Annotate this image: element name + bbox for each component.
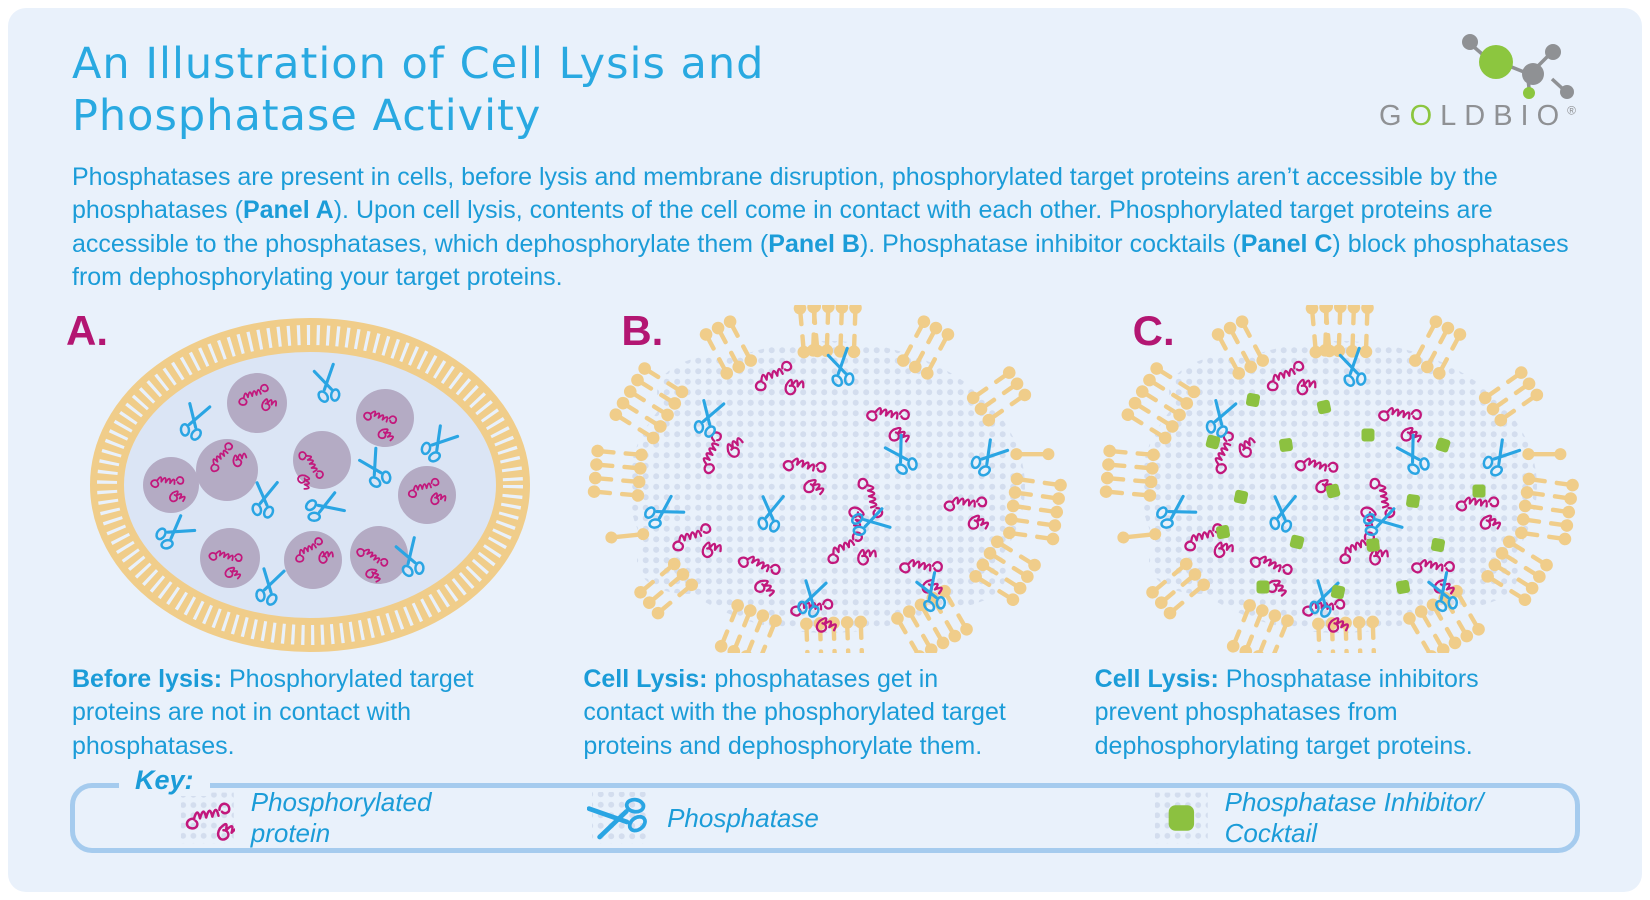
goldbio-logo: GOLDBIO® <box>1346 22 1576 133</box>
inhibited-cell-illustration <box>1099 304 1579 653</box>
title-line-2: Phosphatase Activity <box>72 91 542 142</box>
legend-label: Phosphorylated protein <box>250 787 432 849</box>
intro-paragraph: Phosphatases are present in cells, befor… <box>72 161 1572 295</box>
panel-a: A. <box>58 305 569 653</box>
molecule-dots-icon <box>1462 34 1574 99</box>
caption-c-lead: Cell Lysis: <box>1094 664 1219 693</box>
caption-a-lead: Before lysis: <box>72 664 223 693</box>
legend-item-phosphorylated-protein: Phosphorylated protein <box>180 787 512 849</box>
registered-mark: ® <box>1567 103 1576 118</box>
caption-a-text: Phosphorylated target proteins are not i… <box>72 664 474 760</box>
lysed-cell-illustration <box>588 304 1068 653</box>
caption-b-text: phosphatases get in contact with the pho… <box>583 664 1006 760</box>
logo-letters: LDBIO <box>1440 100 1568 132</box>
legend-item-phosphatase: Phosphatase <box>587 791 819 845</box>
captions-row: Before lysis: Phosphorylated target prot… <box>8 663 1642 764</box>
key-legend: Key: Phosphorylated protein Phosphatase … <box>70 765 1580 854</box>
legend-item-inhibitor: Phosphatase Inhibitor/ Cocktail <box>1154 787 1575 849</box>
phosphatase-scissors-icon <box>587 792 647 845</box>
logo-letter: G <box>1379 100 1410 132</box>
panel-c: C. <box>1081 304 1592 653</box>
logo-letter-green-o: O <box>1409 100 1441 132</box>
intro-text: Phosphatases are present in cells, befor… <box>72 162 1498 225</box>
panel-b: B. <box>569 304 1080 653</box>
caption-c-text: Phosphatase inhibitors prevent phosphata… <box>1094 664 1479 760</box>
legend-label: Phosphatase Inhibitor/ Cocktail <box>1224 787 1484 849</box>
legend-label: Phosphatase <box>667 802 819 833</box>
phosphorylated-protein-icon <box>180 792 235 844</box>
caption-panel-c: Cell Lysis: Phosphatase inhibitors preve… <box>1081 663 1592 764</box>
caption-panel-a: Before lysis: Phosphorylated target prot… <box>58 663 569 764</box>
infographic-page: An Illustration of Cell Lysis and Phosph… <box>8 8 1642 892</box>
caption-b-lead: Cell Lysis: <box>583 664 708 693</box>
intro-text: ). Upon cell lysis, contents of the cell… <box>72 196 1493 258</box>
intact-cell-illustration <box>90 317 530 652</box>
panel-a-label: A. <box>66 306 108 354</box>
page-title: An Illustration of Cell Lysis and Phosph… <box>8 8 1642 143</box>
panel-c-label: C. <box>1132 306 1175 354</box>
panel-b-label: B. <box>621 306 664 354</box>
caption-panel-b: Cell Lysis: phosphatases get in contact … <box>569 663 1080 764</box>
panel-a-ref: Panel A <box>242 196 334 225</box>
inhibitor-square-icon <box>1154 792 1208 844</box>
key-label: Key: <box>119 765 210 797</box>
goldbio-wordmark: GOLDBIO® <box>1346 100 1576 133</box>
title-line-1: An Illustration of Cell Lysis and <box>72 39 765 89</box>
intro-text: ). Phosphatase inhibitor cocktails ( <box>859 229 1241 258</box>
panels-row: A. B. C. <box>8 304 1642 653</box>
panel-c-ref: Panel C <box>1240 229 1333 258</box>
intro-text: ) block phosphatases from dephosphorylat… <box>72 229 1569 292</box>
panel-b-ref: Panel B <box>768 229 860 258</box>
